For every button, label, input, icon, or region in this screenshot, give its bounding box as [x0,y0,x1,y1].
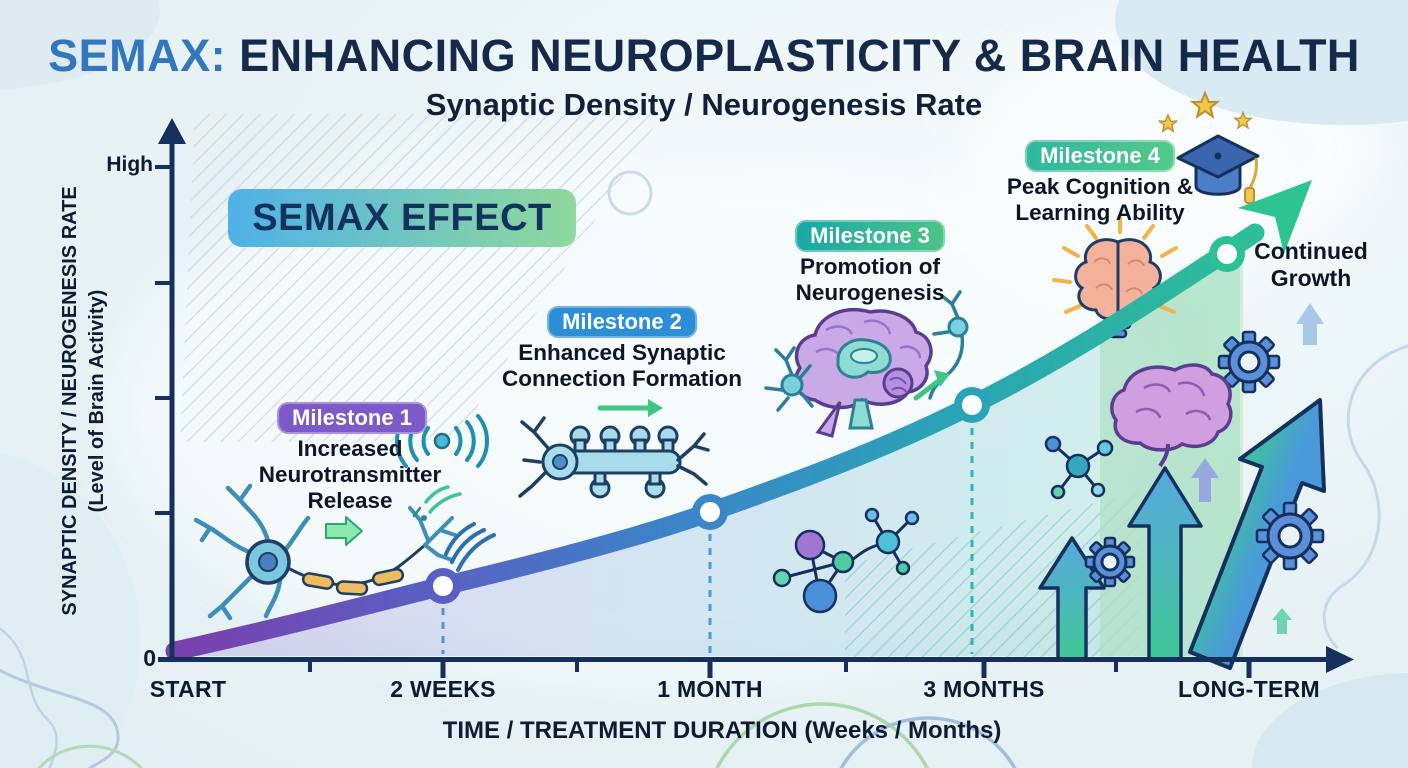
milestone-3-badge: Milestone 3 [795,220,945,252]
small-up-arrow-icon [1272,608,1292,634]
dendrite-icon [518,399,710,499]
brain-decor-icon [1110,363,1233,468]
x-axis-label: TIME / TREATMENT DURATION (Weeks / Month… [442,717,1002,744]
gear-icon [1255,501,1325,571]
graduation-cap-icon [1176,134,1260,204]
milestone-3-label: Promotion of Neurogenesis [795,254,945,305]
page-subtitle: Synaptic Density / Neurogenesis Rate [425,87,983,122]
y-axis-label: SYNAPTIC DENSITY / NEUROGENESIS RATE (Le… [57,121,115,681]
molecule-icon-small [1044,435,1114,500]
milestone-4-label: Peak Cognition & Learning Ability [1006,174,1194,225]
page-title-rest: ENHANCING NEUROPLASTICITY & BRAIN HEALTH [226,30,1360,81]
dashed-guides [441,428,974,654]
brain-icon [793,308,933,438]
y-axis-label-line2: (Level of Brain Activity) [86,289,108,513]
x-axis-arrowhead [1326,646,1354,673]
decor-outlines [0,170,1408,768]
continued-growth-label: Continued Growth [1254,238,1368,291]
milestone-2-badge: Milestone 2 [547,306,697,338]
small-neuron-icon [764,290,969,412]
milestone-1-label: Increased Neurotransmitter Release [258,436,442,513]
x-tick-longterm: LONG-TERM [1178,676,1320,702]
y-axis-label-line1: SYNAPTIC DENSITY / NEUROGENESIS RATE [59,186,81,616]
green-arrow-icon [325,516,363,546]
small-up-arrow-icon [1296,303,1324,345]
x-tick-2weeks: 2 WEEKS [390,676,496,702]
curve-arrowhead [1238,180,1312,254]
neuron-icon [193,483,457,621]
molecule-icon [772,507,920,614]
x-tick-1month: 1 MONTH [657,676,763,702]
x-tick-3months: 3 MONTHS [923,676,1045,702]
stars-icon [1157,90,1253,133]
milestone-dots [425,236,1245,604]
green-arrow-up-icon [913,370,950,401]
y-axis-arrowhead [158,118,186,144]
semax-effect-badge: SEMAX EFFECT [228,189,576,247]
milestone-4-badge: Milestone 4 [1025,140,1175,172]
milestone-2-label: Enhanced Synaptic Connection Formation [502,340,742,391]
page-title: SEMAX: ENHANCING NEUROPLASTICITY & BRAIN… [0,30,1408,82]
signal-waves-icon [395,414,496,572]
gear-icon [1217,330,1281,394]
y-tick-high: High [106,153,153,176]
gear-icon [1084,536,1136,588]
milestone-1-badge: Milestone 1 [277,402,427,434]
small-up-arrow-icon [1191,458,1219,502]
axes [155,138,1332,678]
y-tick-zero: 0 [143,645,156,671]
page-title-highlight: SEMAX: [48,30,227,81]
x-tick-start: START [149,676,227,702]
